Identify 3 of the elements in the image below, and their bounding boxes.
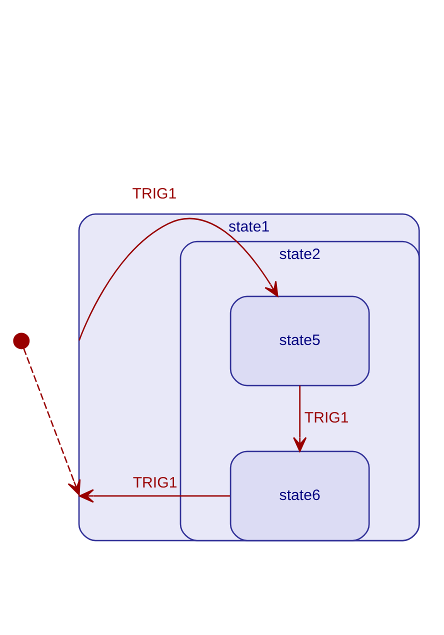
edge-label: TRIG1 bbox=[132, 185, 177, 202]
edge-label: TRIG1 bbox=[132, 474, 178, 491]
edge-label: TRIG1 bbox=[304, 408, 349, 426]
